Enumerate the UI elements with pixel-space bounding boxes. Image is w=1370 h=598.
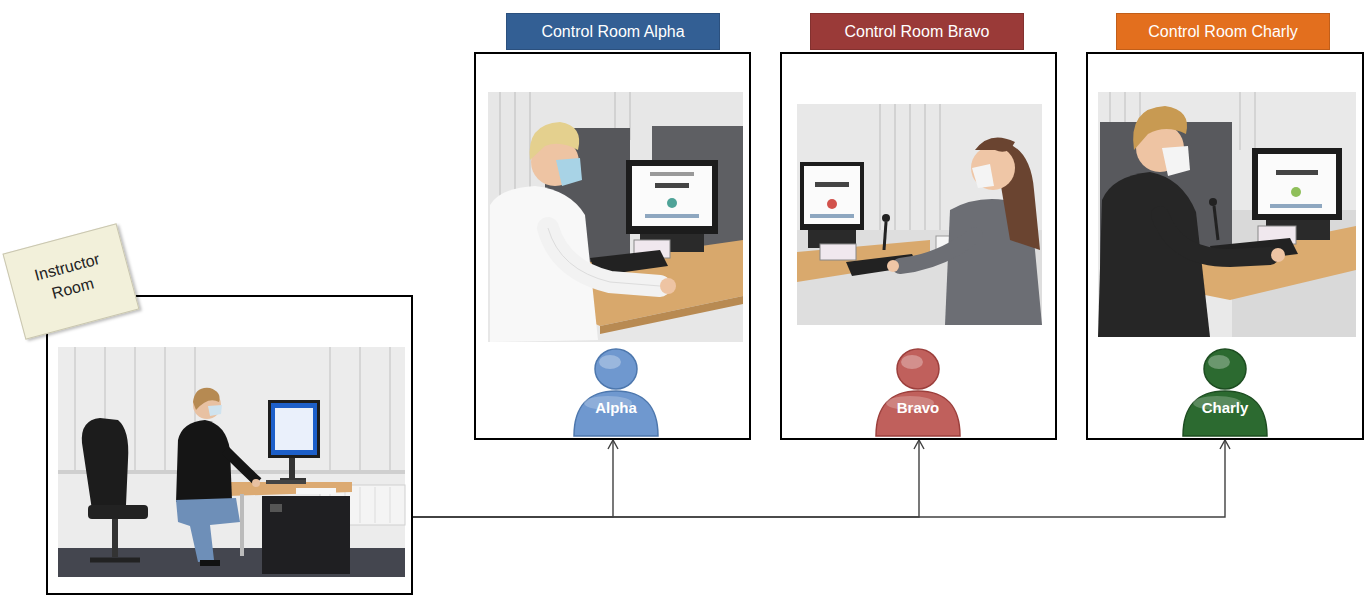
- room-label-note: Instructor Room: [2, 223, 139, 340]
- person-name: Bravo: [870, 399, 966, 416]
- person-icon: Alpha: [568, 347, 664, 437]
- connector-arrow: [413, 440, 613, 517]
- person-silhouette: [870, 347, 966, 437]
- person-icon: Bravo: [870, 347, 966, 437]
- person-silhouette: [568, 347, 664, 437]
- room-header-tab: Control Room Alpha: [506, 13, 720, 50]
- room-header-tab: Control Room Bravo: [810, 13, 1024, 50]
- connector-arrow: [413, 440, 919, 517]
- instructor-room-box: Instructor Room: [46, 295, 413, 595]
- person-name: Alpha: [568, 399, 664, 416]
- instructor-photo: [58, 347, 405, 577]
- person-name: Charly: [1177, 399, 1273, 416]
- person-icon: Charly: [1177, 347, 1273, 437]
- control-room-box: Control Room BravoBravo: [780, 52, 1057, 440]
- control-room-box: Control Room CharlyCharly: [1086, 52, 1364, 440]
- control-room-bravo-photo: [797, 104, 1042, 325]
- control-room-box: Control Room AlphaAlpha: [474, 52, 751, 440]
- control-room-alpha-photo: [488, 92, 743, 342]
- room-header-tab: Control Room Charly: [1116, 13, 1330, 50]
- control-room-charly-photo: [1098, 92, 1356, 337]
- person-silhouette: [1177, 347, 1273, 437]
- connector-arrow: [413, 440, 1225, 517]
